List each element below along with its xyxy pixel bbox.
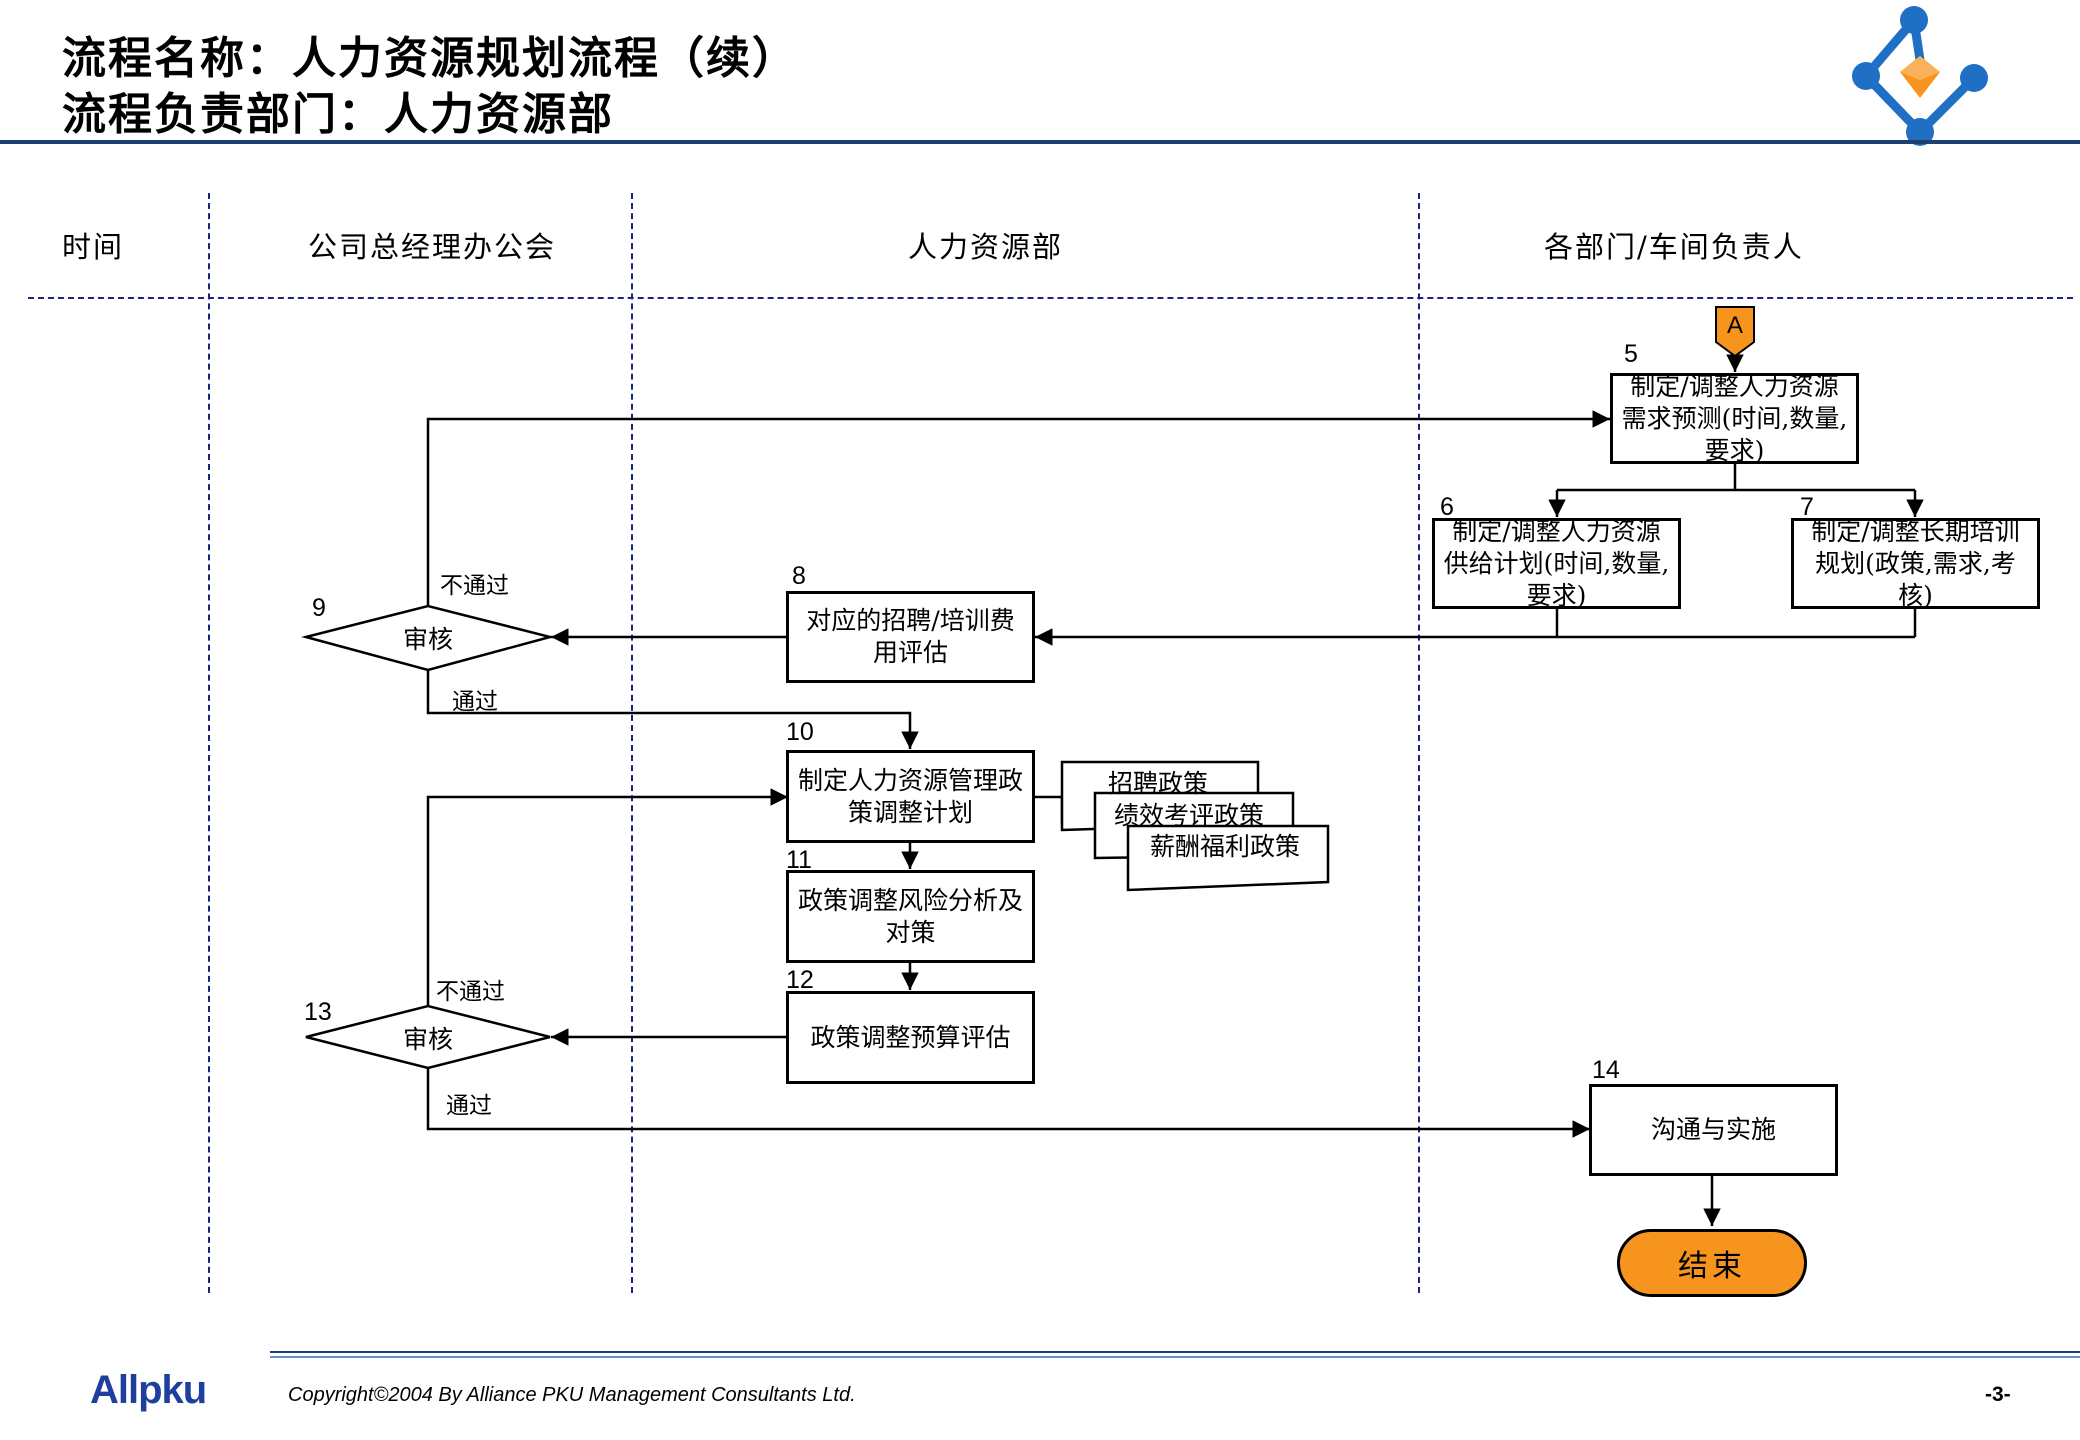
footer-rule	[270, 1356, 2080, 1358]
step-5-demand-forecast[interactable]: 制定/调整人力资源需求预测(时间,数量,要求)	[1610, 372, 1859, 465]
brand-logo: Allpku	[90, 1368, 207, 1412]
step-number: 8	[792, 562, 806, 590]
document-compensation-policy: 薪酬福利政策	[1150, 832, 1301, 861]
lane-divider	[1418, 193, 1420, 1293]
company-logo-icon	[1852, 6, 1988, 146]
fail-label: 不通过	[436, 979, 505, 1005]
step-number: 13	[304, 998, 332, 1026]
pass-label: 通过	[446, 1093, 492, 1119]
step-number: 7	[1800, 493, 1814, 521]
fail-label: 不通过	[440, 573, 509, 599]
step-7-training-plan[interactable]: 制定/调整长期培训规划(政策,需求,考核)	[1791, 517, 2040, 610]
connector-label: A	[1726, 312, 1743, 339]
step-11-risk-analysis[interactable]: 政策调整风险分析及对策	[786, 870, 1035, 963]
review-diamond-9	[301, 604, 555, 672]
step-6-supply-plan[interactable]: 制定/调整人力资源供给计划(时间,数量,要求)	[1432, 517, 1681, 610]
lane-header-divider	[28, 297, 2073, 299]
footer-rule	[270, 1351, 2080, 1353]
step-number: 12	[786, 966, 814, 994]
end-terminator[interactable]: 结束	[1617, 1229, 1807, 1297]
copyright-text: Copyright©2004 By Alliance PKU Managemen…	[288, 1384, 856, 1406]
review-label: 审核	[402, 625, 453, 654]
step-number: 9	[312, 594, 326, 622]
page-number: -3-	[1985, 1383, 2011, 1406]
review-diamond-13	[305, 1004, 551, 1070]
pass-label: 通过	[452, 689, 498, 715]
lane-divider	[208, 193, 210, 1293]
lane-title-departments: 各部门/车间负责人	[1544, 230, 1804, 264]
step-number: 5	[1624, 340, 1638, 368]
process-owner: 流程负责部门：人力资源部	[62, 89, 614, 140]
document-performance-policy: 绩效考评政策	[1114, 801, 1265, 830]
step-number: 11	[786, 846, 812, 874]
step-number: 6	[1440, 493, 1454, 521]
step-number: 14	[1592, 1056, 1620, 1084]
offpage-connector-a	[1715, 306, 1755, 358]
header-rule	[0, 140, 2080, 144]
step-14-communication-implementation[interactable]: 沟通与实施	[1589, 1084, 1838, 1176]
lane-title-time: 时间	[62, 230, 125, 264]
lane-title-office: 公司总经理办公会	[308, 230, 557, 264]
step-12-budget-evaluation[interactable]: 政策调整预算评估	[786, 991, 1035, 1084]
step-8-cost-evaluation[interactable]: 对应的招聘/培训费用评估	[786, 591, 1035, 683]
document-recruitment-policy: 招聘政策	[1108, 769, 1209, 798]
step-10-policy-adjustment-plan[interactable]: 制定人力资源管理政策调整计划	[786, 750, 1035, 843]
process-title: 流程名称：人力资源规划流程（续）	[62, 33, 798, 84]
step-number: 10	[786, 718, 814, 746]
document-shape	[1126, 824, 1330, 892]
lane-divider	[631, 193, 633, 1293]
lane-title-hr: 人力资源部	[908, 230, 1064, 264]
review-label: 审核	[402, 1025, 453, 1054]
